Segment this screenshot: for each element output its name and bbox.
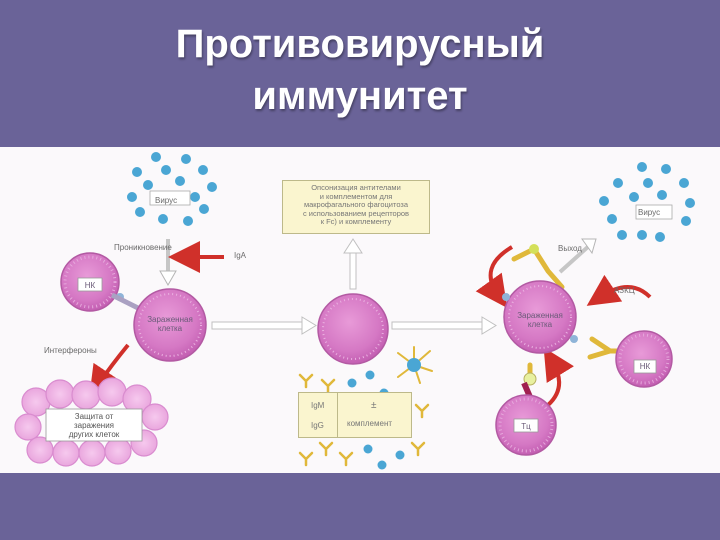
infected-cell-label-left: Зараженная клетка (140, 315, 200, 333)
adcc-label: АЗКЦ (614, 286, 635, 295)
arrow-to-center (211, 316, 317, 335)
infected-cell-left (133, 288, 207, 362)
antibody-complement-box: IgM IgG ± комплемент (298, 392, 412, 438)
protection-line-1: Защита от (74, 412, 114, 421)
opsonization-box: Опсонизация антителами и комплементом дл… (282, 180, 430, 234)
tc-label: Тц (521, 422, 531, 431)
immunity-diagram (14, 152, 695, 470)
protected-tissue (14, 377, 169, 467)
tc-cell (495, 381, 557, 456)
nk-label-right: НК (639, 362, 651, 371)
virus-label-right: Вирус (638, 208, 661, 217)
diagram-panel: Вирус Проникновение IgA НК Зараженная кл… (0, 147, 720, 473)
arrow-to-right (391, 316, 497, 335)
igg-label: IgG (311, 421, 324, 430)
opsonization-line-4: с использованием рецепторов (302, 208, 410, 218)
antibody-chain (511, 244, 627, 386)
slide-title: Противовирусный иммунитет (0, 18, 720, 122)
igm-label: IgM (311, 401, 325, 410)
opsonization-line-5: к Fc) и комплементу (320, 217, 392, 226)
macrophage (397, 346, 433, 384)
protection-label: Защита от заражения других клеток (46, 412, 142, 439)
box-divider (337, 393, 338, 437)
red-arrow-top-left (475, 245, 514, 309)
antibodies-center (298, 373, 430, 467)
exit-arrow (558, 238, 597, 274)
opsonization-line-3: макрофагального фагоцитоза (303, 200, 409, 209)
infected-right-line-2: клетка (527, 320, 553, 329)
infected-cell-label-right: Зараженная клетка (510, 311, 570, 329)
nk-cell-right (615, 330, 673, 388)
red-arrow-adcc (586, 274, 652, 306)
title-bar (0, 0, 720, 147)
nk-label-left: НК (84, 281, 96, 290)
title-line-2: иммунитет (252, 74, 468, 118)
bottom-bar (0, 473, 720, 540)
exit-label: Выход (558, 244, 582, 253)
complement-label: комплемент (347, 419, 393, 428)
penetration-label: Проникновение (114, 243, 172, 252)
central-cell (317, 293, 389, 365)
red-arrow-bottom (543, 347, 575, 407)
interferon-arrow (89, 343, 130, 399)
opsonization-line-1: Опсонизация антителами (311, 183, 401, 192)
title-line-1: Противовирусный (175, 22, 545, 66)
infected-left-line-2: клетка (157, 324, 183, 333)
opsonization-line-2: и комплементом для (319, 191, 393, 201)
protection-line-3: других клеток (68, 430, 120, 439)
infected-right-line-1: Зараженная (517, 311, 563, 320)
virus-label-left: Вирус (155, 196, 178, 205)
plus-minus-label: ± (371, 400, 377, 411)
opsonization-arrow (343, 238, 363, 290)
interferons-label: Интерфероны (44, 346, 97, 355)
infected-cell-right (502, 280, 578, 354)
protection-line-2: заражения (73, 421, 115, 430)
infected-left-line-1: Зараженная (147, 315, 193, 324)
virus-cluster-right (599, 162, 695, 242)
iga-label: IgA (234, 251, 247, 260)
virus-cluster-left (127, 152, 217, 226)
